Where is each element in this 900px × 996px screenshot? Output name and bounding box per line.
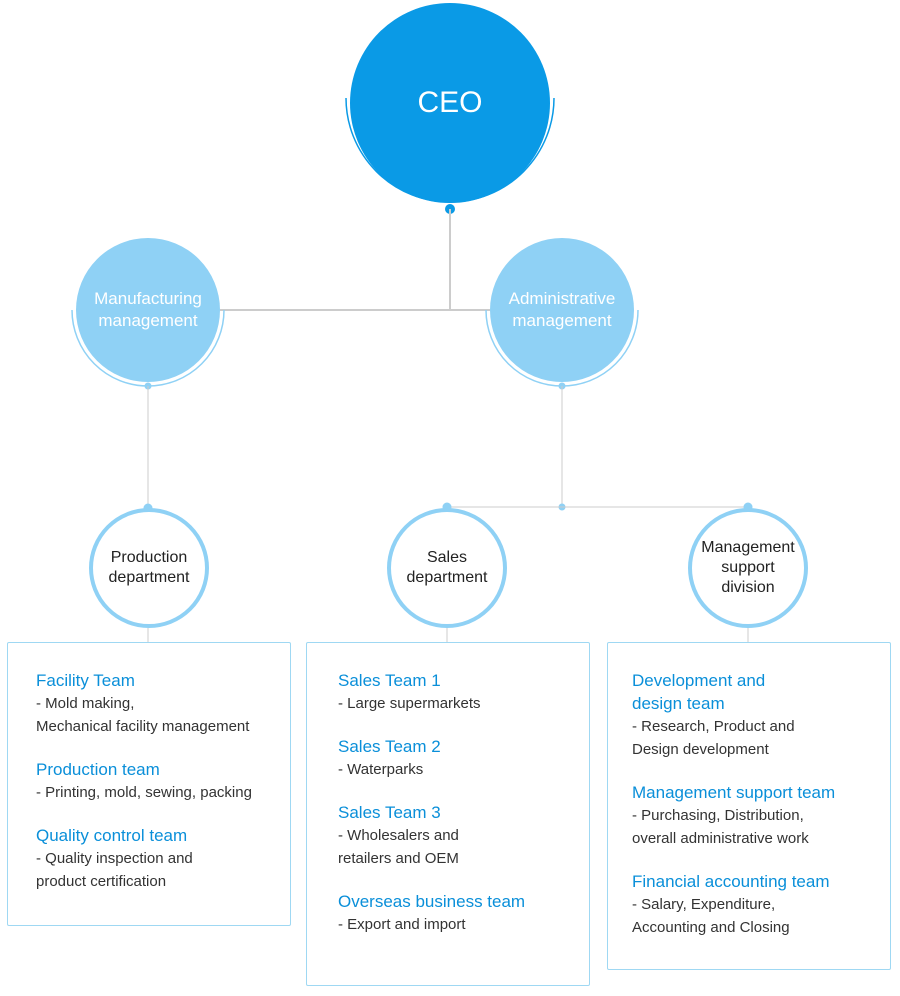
team-name: Financial accounting team [632, 872, 830, 891]
team-item: Production team - Printing, mold, sewing… [36, 758, 274, 804]
team-item: Sales Team 1 - Large supermarkets [338, 669, 573, 715]
team-item: Financial accounting team - Salary, Expe… [632, 870, 874, 939]
team-item: Sales Team 3 - Wholesalers and retailers… [338, 801, 573, 870]
administrative-management-label: Administrative management [508, 289, 616, 330]
production-department-node: Production department [89, 508, 209, 628]
team-name: Sales Team 2 [338, 737, 441, 756]
ceo-label: CEO [417, 86, 483, 119]
team-name: Facility Team [36, 671, 135, 690]
team-description: - Printing, mold, sewing, packing [36, 784, 252, 801]
team-description: - Salary, Expenditure, Accounting and Cl… [632, 896, 790, 936]
team-description: - Export and import [338, 916, 466, 933]
management-support-division-label: Management support division [701, 539, 795, 596]
team-item: Overseas business team - Export and impo… [338, 890, 573, 936]
sales-teams-box: Sales Team 1 - Large supermarkets Sales … [306, 642, 590, 986]
team-item: Quality control team - Quality inspectio… [36, 824, 274, 893]
management-support-division-node: Management support division [688, 508, 808, 628]
team-name: Sales Team 3 [338, 803, 441, 822]
ceo-node: CEO [350, 3, 550, 203]
administrative-management-node: Administrative management [490, 238, 634, 382]
team-description: - Wholesalers and retailers and OEM [338, 827, 459, 867]
team-name: Production team [36, 760, 160, 779]
sales-department-label: Sales department [406, 549, 488, 586]
team-description: - Research, Product and Design developme… [632, 718, 795, 758]
team-description: - Mold making, Mechanical facility manag… [36, 695, 250, 735]
management-support-teams-box: Development and design team - Research, … [607, 642, 891, 970]
team-description: - Waterparks [338, 761, 424, 778]
sales-department-node: Sales department [387, 508, 507, 628]
team-item: Management support team - Purchasing, Di… [632, 781, 874, 850]
team-name: Overseas business team [338, 892, 526, 911]
manufacturing-management-node: Manufacturing management [76, 238, 220, 382]
team-name: Development and design team [632, 671, 766, 713]
team-description: - Large supermarkets [338, 695, 481, 712]
team-name: Quality control team [36, 826, 188, 845]
team-name: Sales Team 1 [338, 671, 441, 690]
team-description: - Quality inspection and product certifi… [36, 850, 193, 890]
team-description: - Purchasing, Distribution, overall admi… [632, 807, 809, 847]
team-item: Facility Team - Mold making, Mechanical … [36, 669, 274, 738]
production-teams-box: Facility Team - Mold making, Mechanical … [7, 642, 291, 926]
team-item: Development and design team - Research, … [632, 669, 874, 761]
team-item: Sales Team 2 - Waterparks [338, 735, 573, 781]
team-name: Management support team [632, 783, 836, 802]
production-department-label: Production department [108, 549, 190, 586]
manufacturing-management-label: Manufacturing management [94, 289, 202, 330]
